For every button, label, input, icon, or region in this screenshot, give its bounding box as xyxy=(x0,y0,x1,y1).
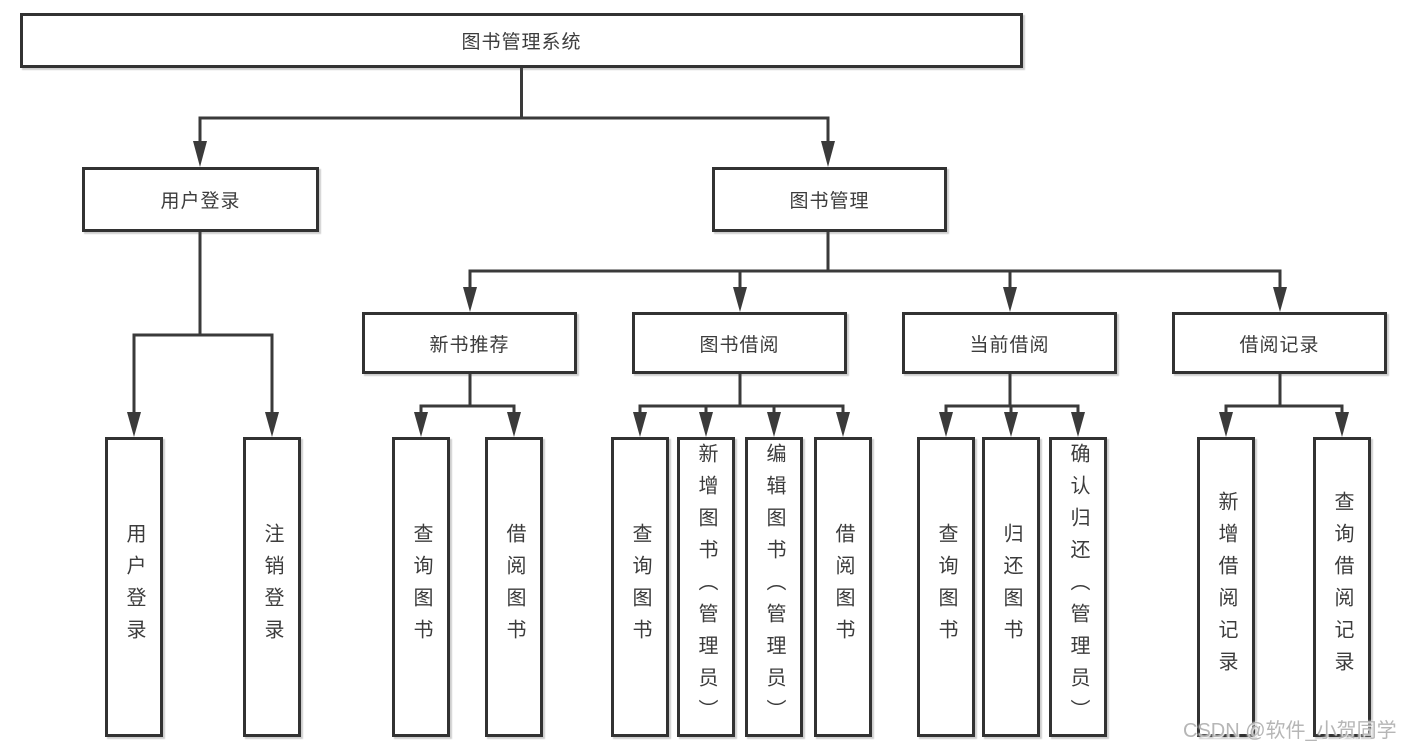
leaf-label: 查询图书 xyxy=(629,523,651,651)
node-borrow-records: 借阅记录 xyxy=(1172,312,1387,374)
node-new-book-recommend: 新书推荐 xyxy=(362,312,577,374)
leaf-label: 用户登录 xyxy=(123,523,145,651)
leaf-label: 确认归还（管理员） xyxy=(1067,443,1089,731)
leaf-label: 注销登录 xyxy=(261,523,283,651)
leaf-label: 借阅图书 xyxy=(832,523,854,651)
leaf-query-books-current: 查询图书 xyxy=(917,437,975,737)
arrowhead-icons xyxy=(127,141,1349,437)
node-label: 图书借阅 xyxy=(699,334,780,356)
node-book-borrow: 图书借阅 xyxy=(632,312,847,374)
leaf-user-login: 用户登录 xyxy=(105,437,163,737)
node-label: 图书管理 xyxy=(789,191,870,212)
node-library-system-root: 图书管理系统 xyxy=(20,13,1023,68)
leaf-borrow-books-recommend: 借阅图书 xyxy=(485,437,543,737)
leaf-confirm-return-admin: 确认归还（管理员） xyxy=(1049,437,1107,737)
leaf-label: 借阅图书 xyxy=(503,523,525,651)
leaf-label: 编辑图书（管理员） xyxy=(763,443,785,731)
node-label: 图书管理系统 xyxy=(461,32,582,53)
leaf-logout: 注销登录 xyxy=(243,437,301,737)
node-user-login: 用户登录 xyxy=(82,167,319,232)
leaf-label: 查询图书 xyxy=(410,523,432,651)
leaf-query-books-borrow: 查询图书 xyxy=(611,437,669,737)
leaf-query-borrow-record: 查询借阅记录 xyxy=(1313,437,1371,737)
leaf-add-book-admin: 新增图书（管理员） xyxy=(677,437,735,737)
leaf-label: 归还图书 xyxy=(1000,523,1022,651)
node-current-borrow: 当前借阅 xyxy=(902,312,1117,374)
leaf-label: 新增图书（管理员） xyxy=(695,443,717,731)
csdn-watermark: CSDN @软件_小贺同学 xyxy=(1183,720,1397,742)
node-book-management: 图书管理 xyxy=(712,167,947,232)
leaf-edit-book-admin: 编辑图书（管理员） xyxy=(745,437,803,737)
node-label: 用户登录 xyxy=(160,191,241,212)
leaf-borrow-books-borrow: 借阅图书 xyxy=(814,437,872,737)
node-label: 借阅记录 xyxy=(1239,334,1320,356)
leaf-label: 查询图书 xyxy=(935,523,957,651)
leaf-query-books-recommend: 查询图书 xyxy=(392,437,450,737)
node-label: 当前借阅 xyxy=(969,334,1050,356)
leaf-label: 新增借阅记录 xyxy=(1215,491,1237,683)
node-label: 新书推荐 xyxy=(429,334,510,356)
leaf-label: 查询借阅记录 xyxy=(1331,491,1353,683)
leaf-add-borrow-record: 新增借阅记录 xyxy=(1197,437,1255,737)
leaf-return-book: 归还图书 xyxy=(982,437,1040,737)
